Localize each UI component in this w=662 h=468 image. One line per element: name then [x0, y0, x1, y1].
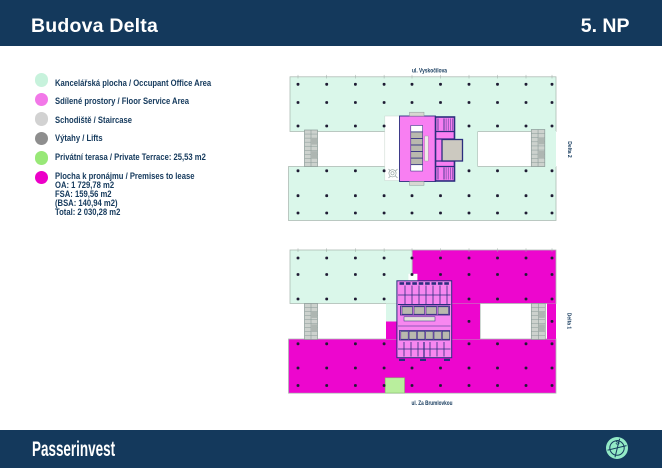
svg-text:S: S — [615, 439, 620, 446]
svg-text:Delta 1: Delta 1 — [566, 313, 572, 330]
svg-text:Delta 2: Delta 2 — [566, 141, 572, 158]
svg-text:ul. Vyskočilova: ul. Vyskočilova — [412, 67, 447, 74]
svg-text:ul. Za Brumlovkou: ul. Za Brumlovkou — [412, 400, 453, 407]
